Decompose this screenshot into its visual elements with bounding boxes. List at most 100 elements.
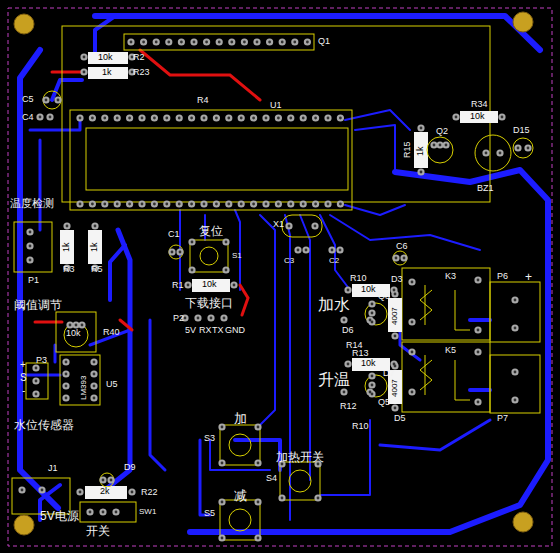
pad-hole (305, 249, 308, 252)
pad (18, 486, 25, 493)
pad (344, 286, 351, 293)
pad-hole (29, 245, 32, 248)
pad (99, 476, 106, 483)
pad-hole (57, 99, 60, 102)
pad (36, 113, 43, 120)
board-outline (8, 8, 552, 546)
pad (241, 38, 248, 45)
pad-hole (477, 351, 480, 354)
pad (188, 238, 195, 245)
pad (400, 254, 407, 261)
pad-hole (223, 317, 226, 320)
pad-hole (153, 203, 156, 206)
pad (99, 508, 106, 515)
pad-hole (257, 537, 260, 540)
pad-hole (116, 117, 119, 120)
pad-hole (411, 281, 414, 284)
pad (391, 290, 398, 297)
pad-hole (131, 491, 134, 494)
pad-hole (103, 203, 106, 206)
silkscreen (12, 26, 540, 522)
silkscreen-label: R22 (141, 488, 158, 497)
pad-hole (317, 463, 320, 466)
silkscreen-label: 减 (234, 489, 247, 502)
pad (511, 368, 518, 375)
pad (287, 200, 294, 207)
pad-hole (35, 367, 38, 370)
pad-hole (165, 203, 168, 206)
pad (32, 364, 39, 371)
pad-hole (116, 203, 119, 206)
pad (474, 398, 481, 405)
pad (184, 281, 191, 288)
pad-hole (49, 116, 52, 119)
pad (253, 38, 260, 45)
pad-hole (314, 225, 317, 228)
pad-hole (485, 152, 488, 155)
silkscreen-label: S1 (232, 252, 242, 260)
pad-hole (128, 203, 131, 206)
silkscreen-label: P3 (36, 356, 47, 365)
pad-hole (21, 489, 24, 492)
pad (417, 124, 424, 131)
pad (62, 358, 69, 365)
pad (46, 113, 53, 120)
pad-hole (394, 335, 397, 338)
silkscreen-label: 水位传感器 (14, 419, 74, 431)
pad (254, 498, 261, 505)
pad-hole (75, 324, 78, 327)
pad-hole (420, 171, 423, 174)
pad-hole (83, 56, 86, 59)
silkscreen-label: R15 (403, 141, 412, 158)
pad-hole (35, 380, 38, 383)
pad-hole (339, 249, 342, 252)
pad (366, 316, 373, 323)
pad-hole (178, 203, 181, 206)
pad-hole (343, 319, 346, 322)
pad-hole (102, 511, 105, 514)
silkscreen-label: TX (212, 326, 224, 335)
pad (42, 96, 49, 103)
pad-hole (420, 127, 423, 130)
pad-hole (45, 99, 48, 102)
pad-hole (203, 117, 206, 120)
silkscreen-label: 加 (234, 412, 247, 425)
pad-hole (369, 391, 372, 394)
pad-hole (29, 231, 32, 234)
pad (496, 149, 503, 156)
silkscreen-label: D9 (124, 463, 136, 472)
pad-hole (265, 203, 268, 206)
pad-hole (277, 117, 280, 120)
part-value: 2k (100, 487, 110, 496)
pad-hole (225, 241, 228, 244)
part-value: 4007 (391, 379, 399, 397)
pad (300, 200, 307, 207)
pad-hole (289, 117, 292, 120)
pad (314, 494, 321, 501)
silkscreen-label: S4 (266, 474, 277, 483)
silkscreen-label: 10k (66, 329, 81, 338)
silkscreen-label: R10 (350, 274, 367, 283)
pad (163, 114, 170, 121)
pad (417, 168, 424, 175)
pad-hole (215, 203, 218, 206)
silkscreen-label: P1 (28, 276, 39, 285)
silkscreen-label: P2 (173, 314, 184, 323)
silkscreen-label: D5 (394, 414, 406, 423)
part-value: 1k (416, 146, 425, 156)
pad (368, 372, 375, 379)
silkscreen-label: 复位 (199, 225, 223, 237)
silkscreen-label: C5 (22, 95, 34, 104)
pad-hole (371, 303, 374, 306)
pad-hole (240, 117, 243, 120)
pad-hole (103, 117, 106, 120)
pad (328, 246, 335, 253)
silkscreen-label: D15 (513, 126, 530, 135)
pad-hole (171, 251, 174, 254)
pad-hole (433, 144, 436, 147)
pad-hole (347, 289, 350, 292)
pad (302, 246, 309, 253)
relay-details (420, 285, 470, 400)
pad-hole (93, 385, 96, 388)
